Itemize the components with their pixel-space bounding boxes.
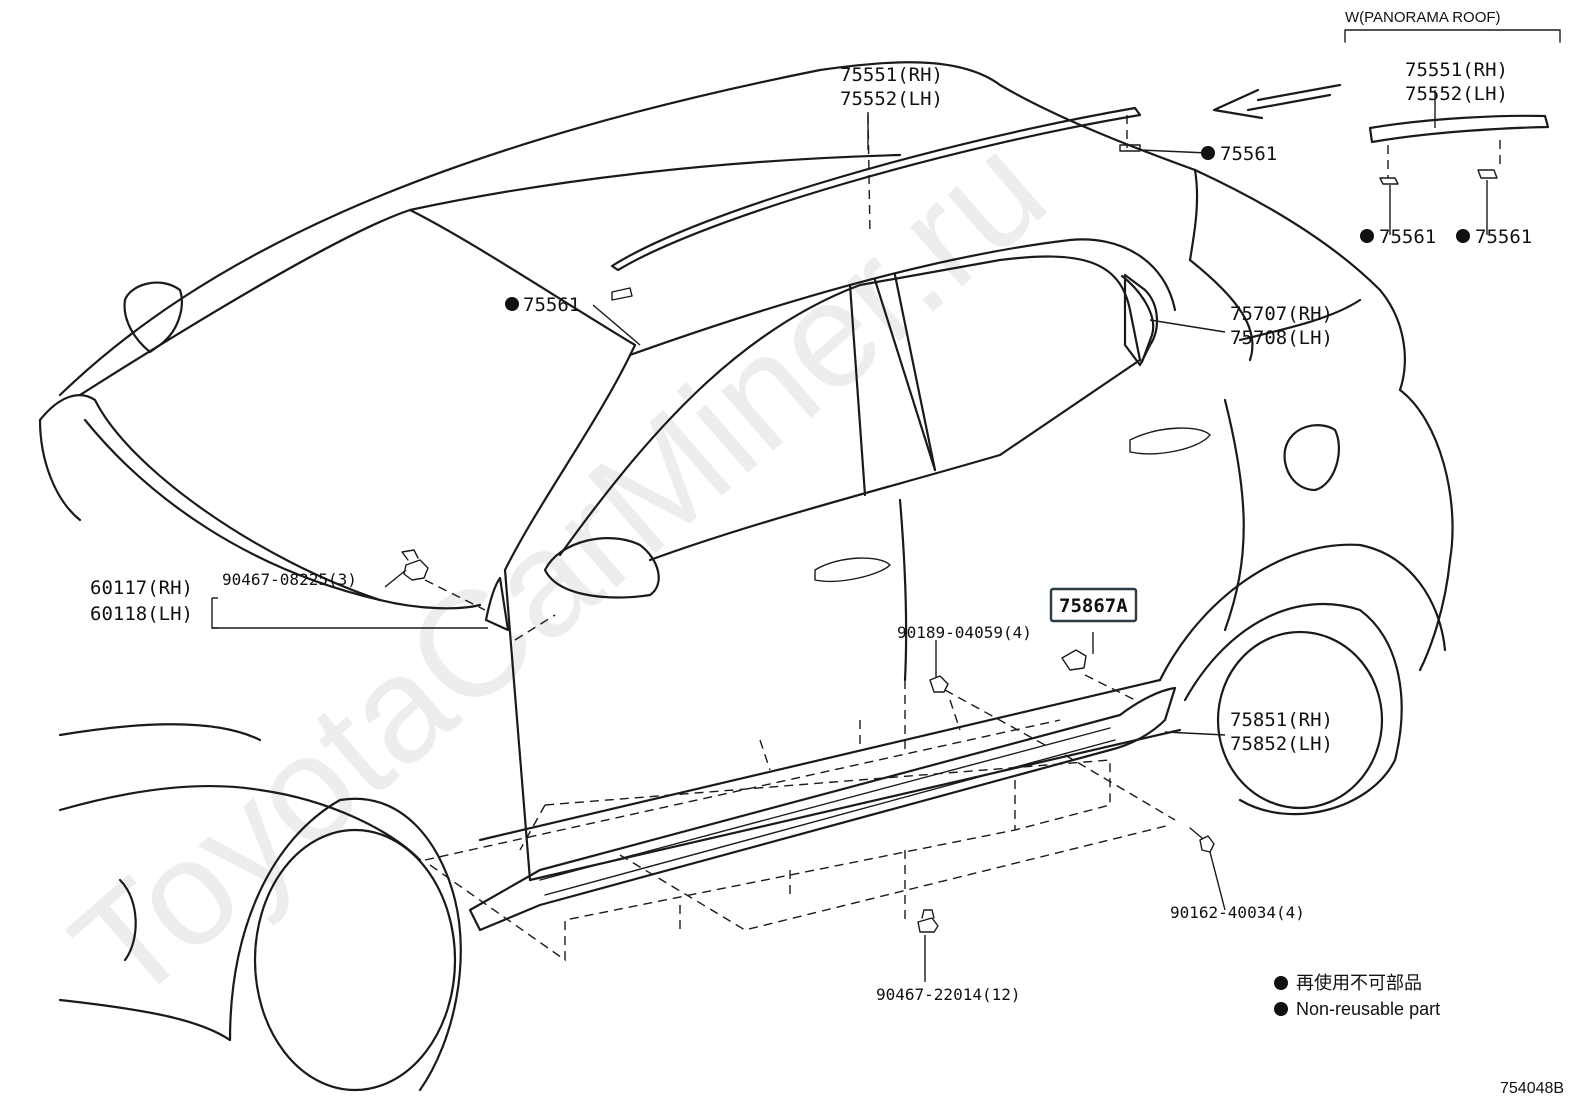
inset-title: W(PANORAMA ROOF) bbox=[1345, 9, 1501, 26]
label-fender-rh: 60117(RH) bbox=[90, 577, 193, 599]
inset-part-lh: 75552(LH) bbox=[1405, 83, 1508, 105]
watermark: ToyotaCarMiner.ru bbox=[41, 103, 1076, 1034]
bullet-roof-clip-front bbox=[505, 297, 519, 311]
leader-lines bbox=[211, 90, 1488, 982]
legend-bullet-en bbox=[1274, 1002, 1288, 1016]
label-roof-rh: 75551(RH) bbox=[840, 64, 943, 86]
clip-90467-22014 bbox=[917, 909, 939, 933]
label-rocker-rh: 75851(RH) bbox=[1230, 709, 1333, 731]
clip-90189 bbox=[929, 675, 949, 693]
bullet-inset-clip-left bbox=[1360, 229, 1374, 243]
label-roof-lh: 75552(LH) bbox=[840, 88, 943, 110]
legend-english: Non-reusable part bbox=[1296, 999, 1440, 1019]
label-screw: 90162-40034(4) bbox=[1170, 903, 1305, 922]
roof-clip-rear-shape bbox=[1119, 144, 1141, 152]
inset-clip-left: 75561 bbox=[1379, 226, 1436, 248]
label-roof-clip-rear: 75561 bbox=[1220, 143, 1277, 165]
clip-75867A-shape bbox=[1061, 649, 1087, 671]
inset-part-rh: 75551(RH) bbox=[1405, 59, 1508, 81]
bullet-inset-clip-right bbox=[1456, 229, 1470, 243]
highlighted-part-label[interactable]: 75867A bbox=[1059, 595, 1128, 617]
fastener-90467-08225 bbox=[401, 549, 486, 611]
fender-triangle bbox=[484, 576, 556, 641]
inset-clip-right: 75561 bbox=[1475, 226, 1532, 248]
figure-id: 754048B bbox=[1500, 1080, 1564, 1097]
label-rocker-lh: 75852(LH) bbox=[1230, 733, 1333, 755]
highlighted-part-box[interactable] bbox=[1049, 587, 1138, 623]
screw-90162 bbox=[1189, 827, 1215, 853]
label-roof-clip-front: 75561 bbox=[523, 294, 580, 316]
label-bottom-clip: 90467-22014(12) bbox=[876, 985, 1021, 1004]
car-body-outline bbox=[38, 61, 1454, 1092]
bullet-roof-clip-rear bbox=[1201, 146, 1215, 160]
label-clip-90189: 90189-04059(4) bbox=[897, 623, 1032, 642]
quarter-window-molding bbox=[1120, 274, 1155, 364]
roof-clip-front-shape bbox=[611, 287, 633, 301]
rocker-molding bbox=[424, 674, 1177, 962]
legend-japanese: 再使用不可部品 bbox=[1296, 973, 1422, 993]
label-window-lh: 75708(LH) bbox=[1230, 327, 1333, 349]
inset-panorama-roof bbox=[1212, 29, 1561, 185]
label-fender-lh: 60118(LH) bbox=[90, 603, 193, 625]
label-window-rh: 75707(RH) bbox=[1230, 303, 1333, 325]
label-fender-clip: 90467-08225(3) bbox=[222, 570, 357, 589]
legend-bullet-jp bbox=[1274, 976, 1288, 990]
